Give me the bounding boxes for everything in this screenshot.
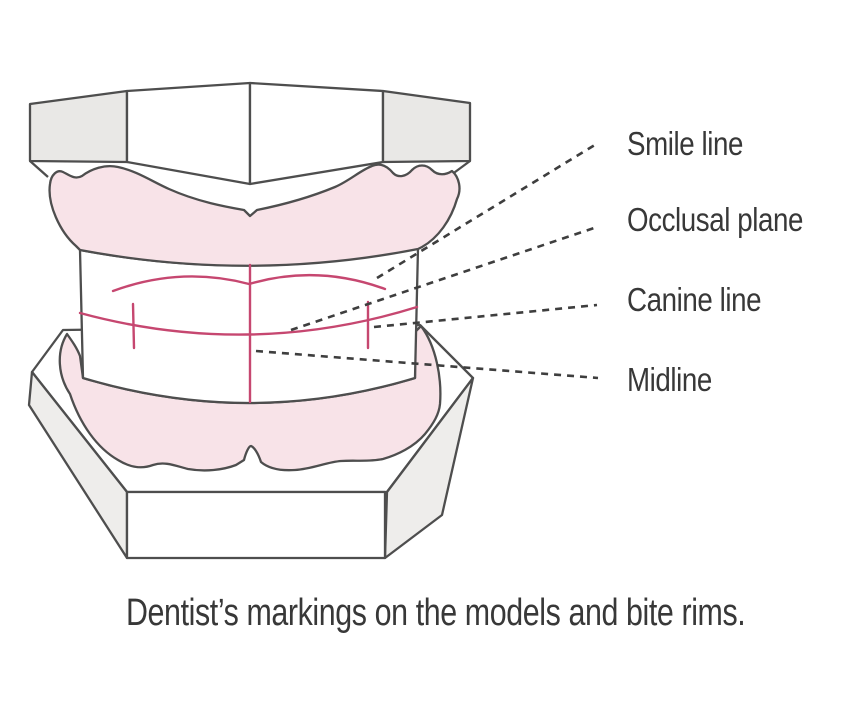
label-occlusal-plane: Occlusal plane (627, 201, 803, 238)
leader-lines (255, 141, 599, 380)
leader-midline (255, 349, 599, 380)
leader-canine-line (373, 303, 598, 329)
upper-base-front-left-facet (125, 81, 252, 186)
upper-base-left-facet (28, 89, 129, 164)
label-canine-line: Canine line (627, 281, 762, 318)
upper-base-left-bevel-edge (29, 160, 49, 178)
label-smile-line: Smile line (627, 125, 743, 162)
rim-markings (78, 263, 419, 404)
label-midline: Midline (627, 361, 712, 398)
canine-line-marking-left (131, 302, 136, 350)
lower-base-front-face (125, 490, 387, 560)
leader-smile-line (376, 141, 599, 280)
upper-base-front-right-facet (248, 81, 385, 186)
upper-gum (48, 163, 461, 267)
leader-occlusal-plane (290, 225, 598, 332)
figure-caption: Dentist’s markings on the models and bit… (126, 592, 746, 634)
upper-base-right-facet (381, 89, 472, 164)
